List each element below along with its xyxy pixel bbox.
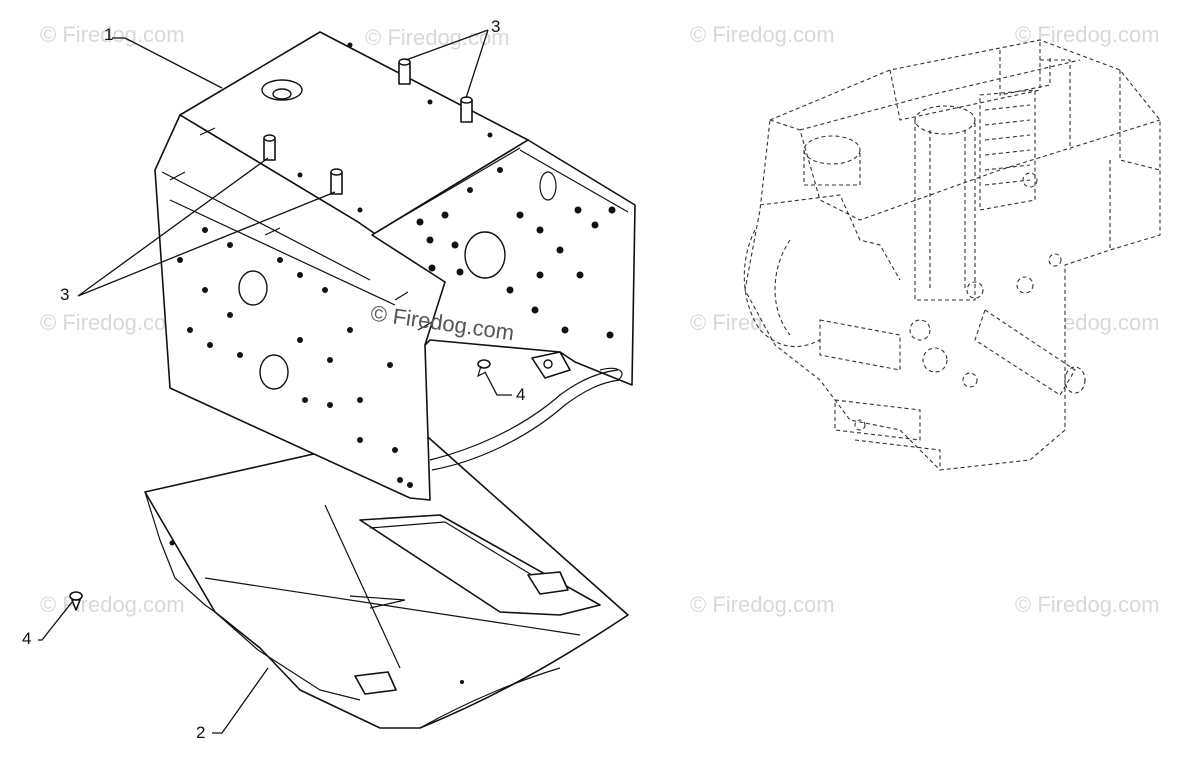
watermark: © Firedog.com xyxy=(1015,592,1160,617)
stud xyxy=(330,168,343,195)
stud xyxy=(398,58,411,85)
part-2-bottom-plate xyxy=(144,429,629,729)
callout-3-left: 3 xyxy=(60,285,69,304)
watermark: © Firedog.com xyxy=(40,310,185,335)
watermark: © Firedog.com xyxy=(690,592,835,617)
callout-2: 2 xyxy=(196,723,205,742)
stud xyxy=(263,134,276,161)
callout-4-left: 4 xyxy=(22,629,31,648)
watermark: © Firedog.com xyxy=(40,22,185,47)
screw xyxy=(477,359,491,378)
watermark: © Firedog.com xyxy=(40,592,185,617)
frame-holes xyxy=(177,42,493,488)
part-3-studs xyxy=(263,58,473,195)
callout-4-right: 4 xyxy=(516,385,525,404)
part-4-fasteners xyxy=(69,359,491,611)
frame-holes-right xyxy=(416,167,616,339)
screw xyxy=(69,591,83,611)
part-1-frame-housing xyxy=(154,31,636,501)
watermark: © Firedog.com xyxy=(365,25,510,50)
leader-lines xyxy=(38,29,512,734)
watermark: © Firedog.com xyxy=(690,22,835,47)
callout-1: 1 xyxy=(104,25,113,44)
callouts: 1 3 3 4 4 2 xyxy=(22,17,525,742)
engine-phantom xyxy=(743,39,1161,471)
stud xyxy=(460,96,473,123)
callout-3-top: 3 xyxy=(491,17,500,36)
